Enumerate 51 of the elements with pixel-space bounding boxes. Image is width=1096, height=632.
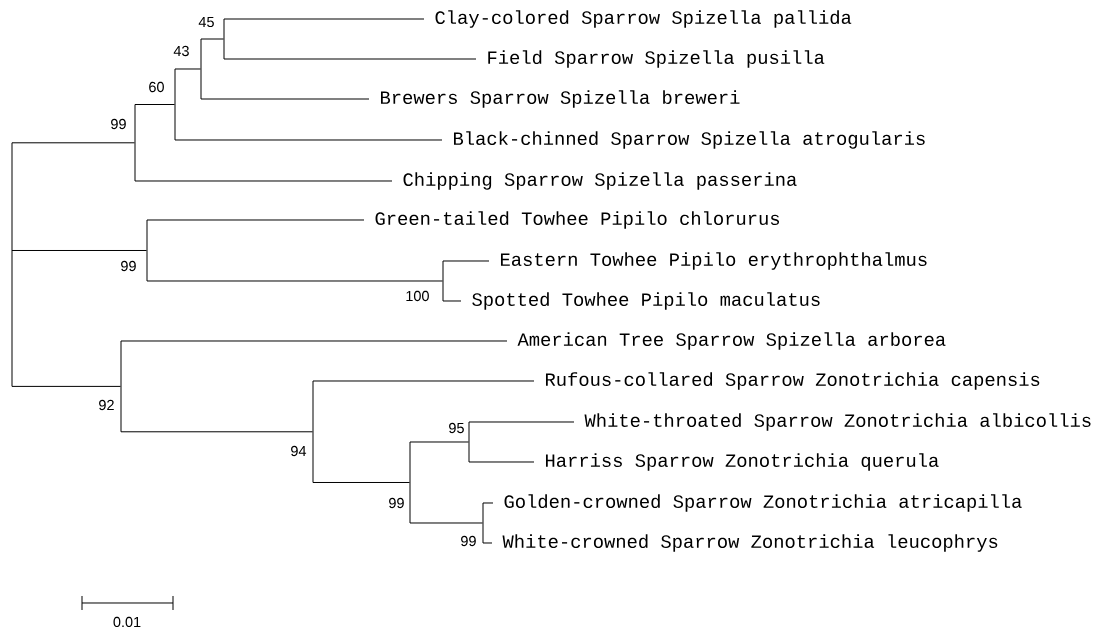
tree-branch	[11, 250, 147, 251]
taxon-label: Clay-colored Sparrow Spizella pallida	[435, 10, 852, 28]
taxon-label: Field Sparrow Spizella pusilla	[488, 50, 825, 68]
tree-branch	[223, 58, 477, 60]
tree-branch	[174, 139, 443, 141]
tree-branch	[120, 431, 313, 433]
tree-branch	[134, 180, 393, 182]
taxon-label: White-throated Sparrow Zonotrichia albicollis	[584, 413, 1091, 431]
taxon-label: Black-chinned Sparrow Spizella atrogularis	[454, 131, 925, 149]
taxon-label: Harriss Sparrow Zonotrichia querula	[546, 453, 939, 471]
tree-branch	[146, 280, 443, 282]
bootstrap-value: 43	[173, 45, 189, 57]
tree-branch	[146, 219, 365, 221]
bootstrap-value: 99	[461, 535, 476, 547]
bootstrap-value: 100	[406, 290, 429, 302]
tree-branch	[482, 502, 494, 504]
bootstrap-value: 99	[121, 260, 136, 272]
tree-branch	[174, 68, 201, 70]
tree-branch	[312, 482, 410, 483]
bootstrap-value: 99	[111, 118, 126, 130]
bootstrap-value: 94	[291, 445, 307, 457]
bootstrap-value: 45	[198, 16, 214, 28]
tree-branch	[312, 380, 535, 382]
tree-branch	[11, 385, 121, 387]
tree-branch	[223, 18, 425, 20]
taxon-label: American Tree Sparrow Spizella arborea	[517, 332, 946, 350]
bootstrap-value: 60	[149, 81, 164, 93]
taxon-label: Rufous-collared Sparrow Zonotrichia capensis	[546, 372, 1040, 390]
bootstrap-value: 92	[99, 399, 114, 411]
bootstrap-value: 99	[389, 497, 404, 509]
taxon-label: Chipping Sparrow Spizella passerina	[403, 172, 797, 190]
tree-branch	[468, 461, 535, 463]
tree-branch	[200, 98, 370, 100]
tree-branch	[468, 421, 575, 423]
tree-branch	[409, 522, 483, 524]
bootstrap-value: 95	[449, 422, 464, 434]
taxon-label: Green-tailed Towhee Pipilo chlorurus	[375, 211, 780, 229]
taxon-label: Brewers Sparrow Spizella breweri	[381, 90, 740, 108]
tree-branch	[134, 104, 175, 105]
tree-branch	[120, 340, 508, 342]
tree-branch	[442, 260, 490, 262]
taxon-label: Golden-crowned Sparrow Zonotrichia atricapilla	[504, 494, 1022, 512]
tree-branch	[442, 300, 462, 302]
taxon-label: Eastern Towhee Pipilo erythrophthalmus	[501, 252, 927, 270]
tree-branch	[482, 542, 493, 544]
scale-label: 0.01	[113, 616, 141, 628]
taxon-label: Spotted Towhee Pipilo maculatus	[472, 292, 820, 310]
tree-branch	[200, 38, 224, 40]
tree-branch	[11, 142, 135, 144]
tree-branch	[409, 441, 469, 443]
taxon-label: White-crowned Sparrow Zonotrichia leucophrys	[502, 534, 998, 552]
